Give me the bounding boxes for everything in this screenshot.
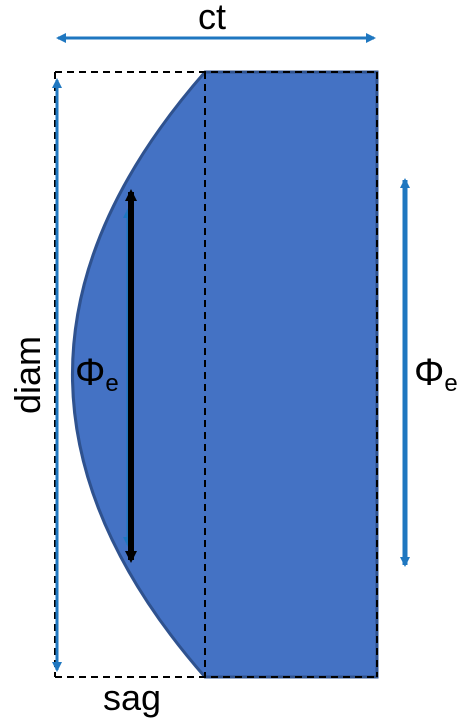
sag-label: sag <box>103 677 161 718</box>
ct-label: ct <box>198 0 226 37</box>
inner-phi-label: Φe <box>75 352 119 397</box>
inner-phi-subscript: e <box>105 370 118 397</box>
lens-body <box>71 70 379 679</box>
outer-phi-label: Φe <box>414 352 458 397</box>
outer-phi-subscript: e <box>444 370 457 397</box>
diam-label: diam <box>7 336 48 414</box>
inner-phi-symbol: Φ <box>75 352 105 394</box>
outer-phi-symbol: Φ <box>414 352 444 394</box>
